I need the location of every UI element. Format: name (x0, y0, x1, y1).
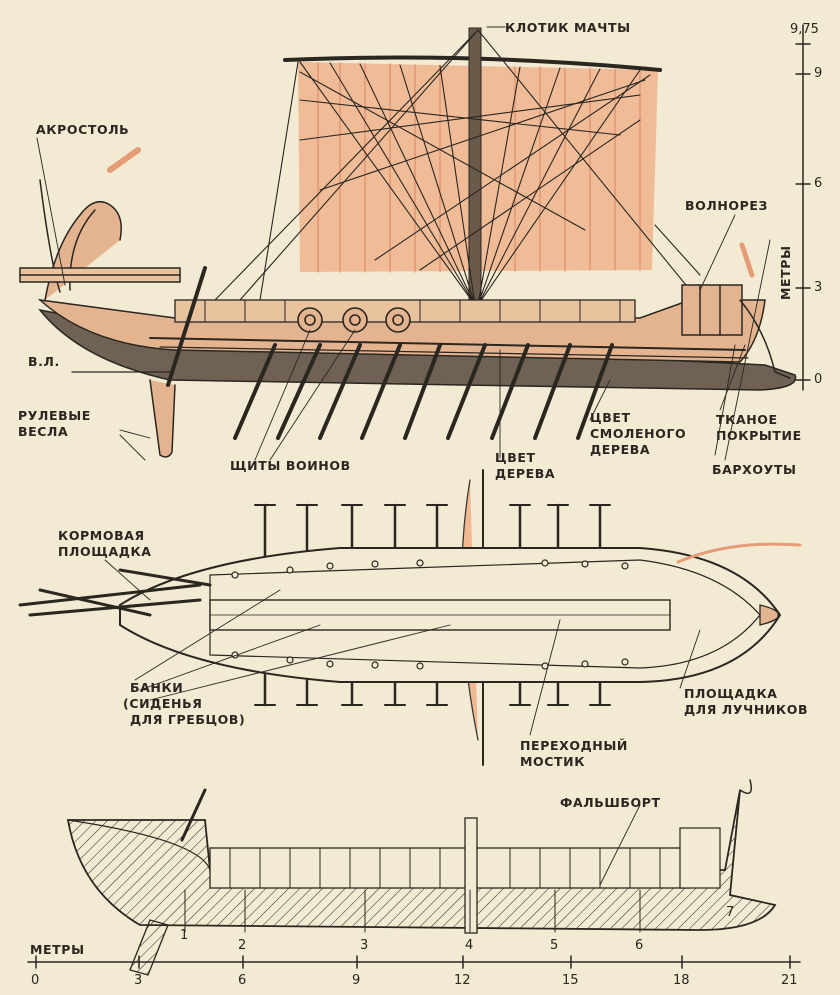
height-tick-9: 9 (814, 66, 823, 81)
label-tar-color-2: СМОЛЕНОГО (590, 426, 687, 441)
label-steering-oars-1: РУЛЕВЫЕ (18, 408, 91, 423)
label-steering-oars-2: ВЕСЛА (18, 424, 69, 439)
length-tick-18: 18 (673, 973, 690, 988)
length-tick-15: 15 (562, 973, 579, 988)
label-gangway-1: ПЕРЕХОДНЫЙ (520, 738, 628, 753)
rigging (214, 29, 701, 306)
label-akrostol: АКРОСТОЛЬ (36, 122, 130, 137)
section-number-3: 3 (360, 938, 369, 953)
label-masthead: КЛОТИК МАЧТЫ (505, 20, 631, 35)
section-number-1: 1 (180, 928, 189, 943)
sail-seams (317, 62, 641, 273)
label-tar-color-3: ДЕРЕВА (590, 442, 651, 457)
mast (468, 27, 482, 329)
section-number-6: 6 (635, 938, 644, 953)
label-archers-platform-1: ПЛОЩАДКА (684, 686, 778, 701)
length-tick-9: 9 (352, 973, 361, 988)
label-wood-color-1: ЦВЕТ (495, 450, 536, 465)
label-archers-platform-2: ДЛЯ ЛУЧНИКОВ (684, 702, 809, 717)
label-wales: БАРХОУТЫ (712, 462, 797, 477)
label-benches-3: ДЛЯ ГРЕБЦОВ) (130, 712, 246, 727)
label-volnorez: ВОЛНОРЕЗ (685, 198, 769, 213)
top-view (18, 469, 802, 766)
label-stern-platform-2: ПЛОЩАДКА (58, 544, 152, 559)
warrior-shields (297, 307, 411, 333)
section-number-2: 2 (238, 938, 247, 953)
label-cloth-cover-2: ПОКРЫТИЕ (716, 428, 802, 443)
stern-akrostol (19, 147, 181, 301)
height-tick-3: 3 (814, 280, 823, 295)
label-benches-2: (СИДЕНЬЯ (123, 696, 203, 711)
label-wood-color-2: ДЕРЕВА (495, 466, 556, 481)
bow-structure (681, 242, 791, 379)
label-meters-vertical: МЕТРЫ (778, 245, 793, 300)
label-waterline: В.Л. (28, 354, 60, 369)
label-cloth-cover-1: ТКАНОЕ (716, 412, 778, 427)
section-number-4: 4 (465, 938, 474, 953)
label-benches-1: БАНКИ (130, 680, 184, 695)
label-tar-color-1: ЦВЕТ (590, 410, 631, 425)
height-top: 9,75 (790, 22, 819, 37)
section-number-7: 7 (726, 905, 735, 920)
height-tick-6: 6 (814, 176, 823, 191)
length-tick-0: 0 (31, 973, 40, 988)
label-meters-horizontal: МЕТРЫ (30, 942, 85, 957)
steering-oar (149, 379, 176, 458)
label-gangway-2: МОСТИК (520, 754, 586, 769)
length-tick-3: 3 (134, 973, 143, 988)
label-shields: ЩИТЫ ВОИНОВ (230, 458, 351, 473)
side-view (19, 24, 811, 461)
section-number-5: 5 (550, 938, 559, 953)
section-view (27, 779, 801, 976)
length-tick-6: 6 (238, 973, 247, 988)
label-bulwark: ФАЛЬШБОРТ (560, 795, 661, 810)
length-tick-12: 12 (454, 973, 471, 988)
height-tick-0: 0 (814, 372, 823, 387)
oars (233, 343, 614, 440)
length-tick-21: 21 (781, 973, 798, 988)
label-stern-platform-1: КОРМОВАЯ (58, 528, 145, 543)
